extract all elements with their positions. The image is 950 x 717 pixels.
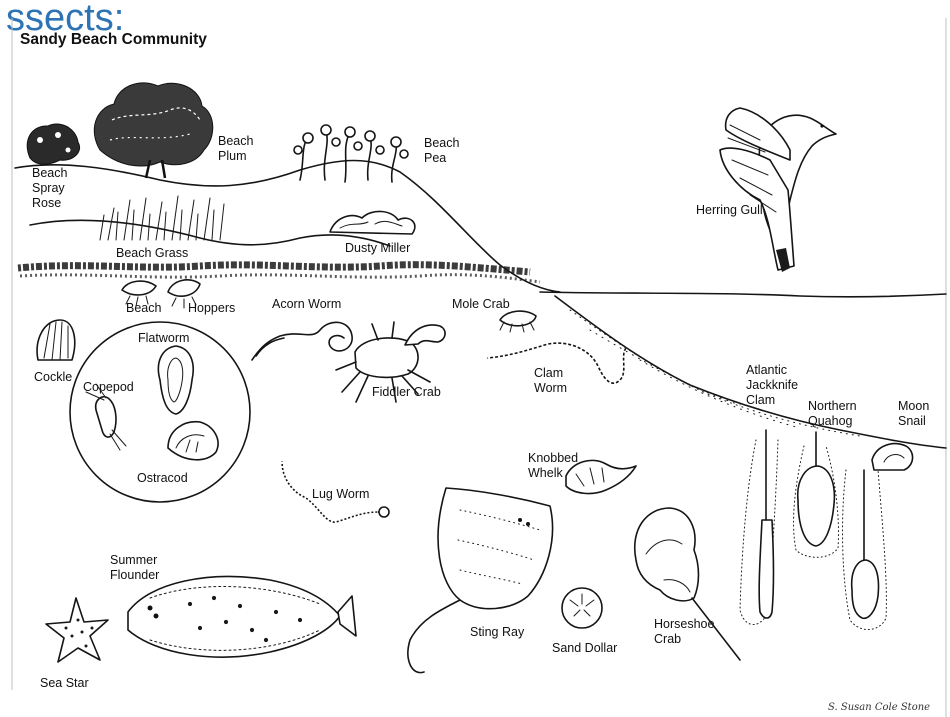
beach-grass-label: Beach Grass xyxy=(116,246,188,260)
sea-star-label: Sea Star xyxy=(40,676,89,690)
acorn-worm-label: Acorn Worm xyxy=(272,297,341,311)
atlantic-jackknife-clam-label: Atlantic Jackknife Clam xyxy=(746,363,802,407)
sand-dollar-drawing xyxy=(562,588,602,628)
beach-pea-drawing xyxy=(294,125,408,182)
summer-flounder-drawing xyxy=(128,577,356,658)
ostracod-label: Ostracod xyxy=(137,471,188,485)
cockle-drawing xyxy=(37,320,75,360)
acorn-worm-drawing xyxy=(252,322,352,360)
fiddler-crab-label: Fiddler Crab xyxy=(372,385,441,399)
beach-pea-label: Beach Pea xyxy=(424,136,463,165)
horseshoe-crab-drawing xyxy=(635,508,740,660)
copepod-label: Copepod xyxy=(83,380,134,394)
moon-snail-label: Moon Snail xyxy=(898,399,933,428)
sting-ray-drawing xyxy=(408,488,553,673)
clam-worm-label: Clam Worm xyxy=(534,366,567,395)
beach-grass-drawing xyxy=(100,196,224,240)
sea-star-drawing xyxy=(46,598,108,662)
beach-hoppers-label-left: Beach xyxy=(126,301,161,315)
beach-hoppers-label-right: Hoppers xyxy=(188,301,235,315)
northern-quahog-drawing xyxy=(794,432,839,557)
beach-spray-rose-drawing xyxy=(27,124,79,164)
herring-gull-label: Herring Gull xyxy=(696,203,763,217)
cockle-label: Cockle xyxy=(34,370,72,384)
moon-snail-drawing xyxy=(843,444,913,630)
summer-flounder-label: Summer Flounder xyxy=(110,553,161,582)
sand-dollar-label: Sand Dollar xyxy=(552,641,617,655)
knobbed-whelk-drawing xyxy=(566,460,636,493)
northern-quahog-label: Northern Quahog xyxy=(808,399,860,428)
dusty-miller-label: Dusty Miller xyxy=(345,241,410,255)
sting-ray-label: Sting Ray xyxy=(470,625,525,639)
horseshoe-crab-label: Horseshoe Crab xyxy=(654,617,718,646)
herring-gull-drawing xyxy=(720,108,836,272)
mole-crab-drawing xyxy=(500,311,536,332)
dusty-miller-drawing xyxy=(330,211,415,234)
beach-plum-label: Beach Plum xyxy=(218,134,257,163)
lug-worm-label: Lug Worm xyxy=(312,487,369,501)
atlantic-jackknife-clam-drawing xyxy=(740,430,778,625)
flatworm-label: Flatworm xyxy=(138,331,189,345)
artist-signature: S. Susan Cole Stone xyxy=(828,702,930,713)
beach-plum-drawing xyxy=(94,83,212,178)
mole-crab-label: Mole Crab xyxy=(452,297,510,311)
figure-title: Sandy Beach Community xyxy=(20,31,207,48)
beach-spray-rose-label: Beach Spray Rose xyxy=(32,166,71,210)
